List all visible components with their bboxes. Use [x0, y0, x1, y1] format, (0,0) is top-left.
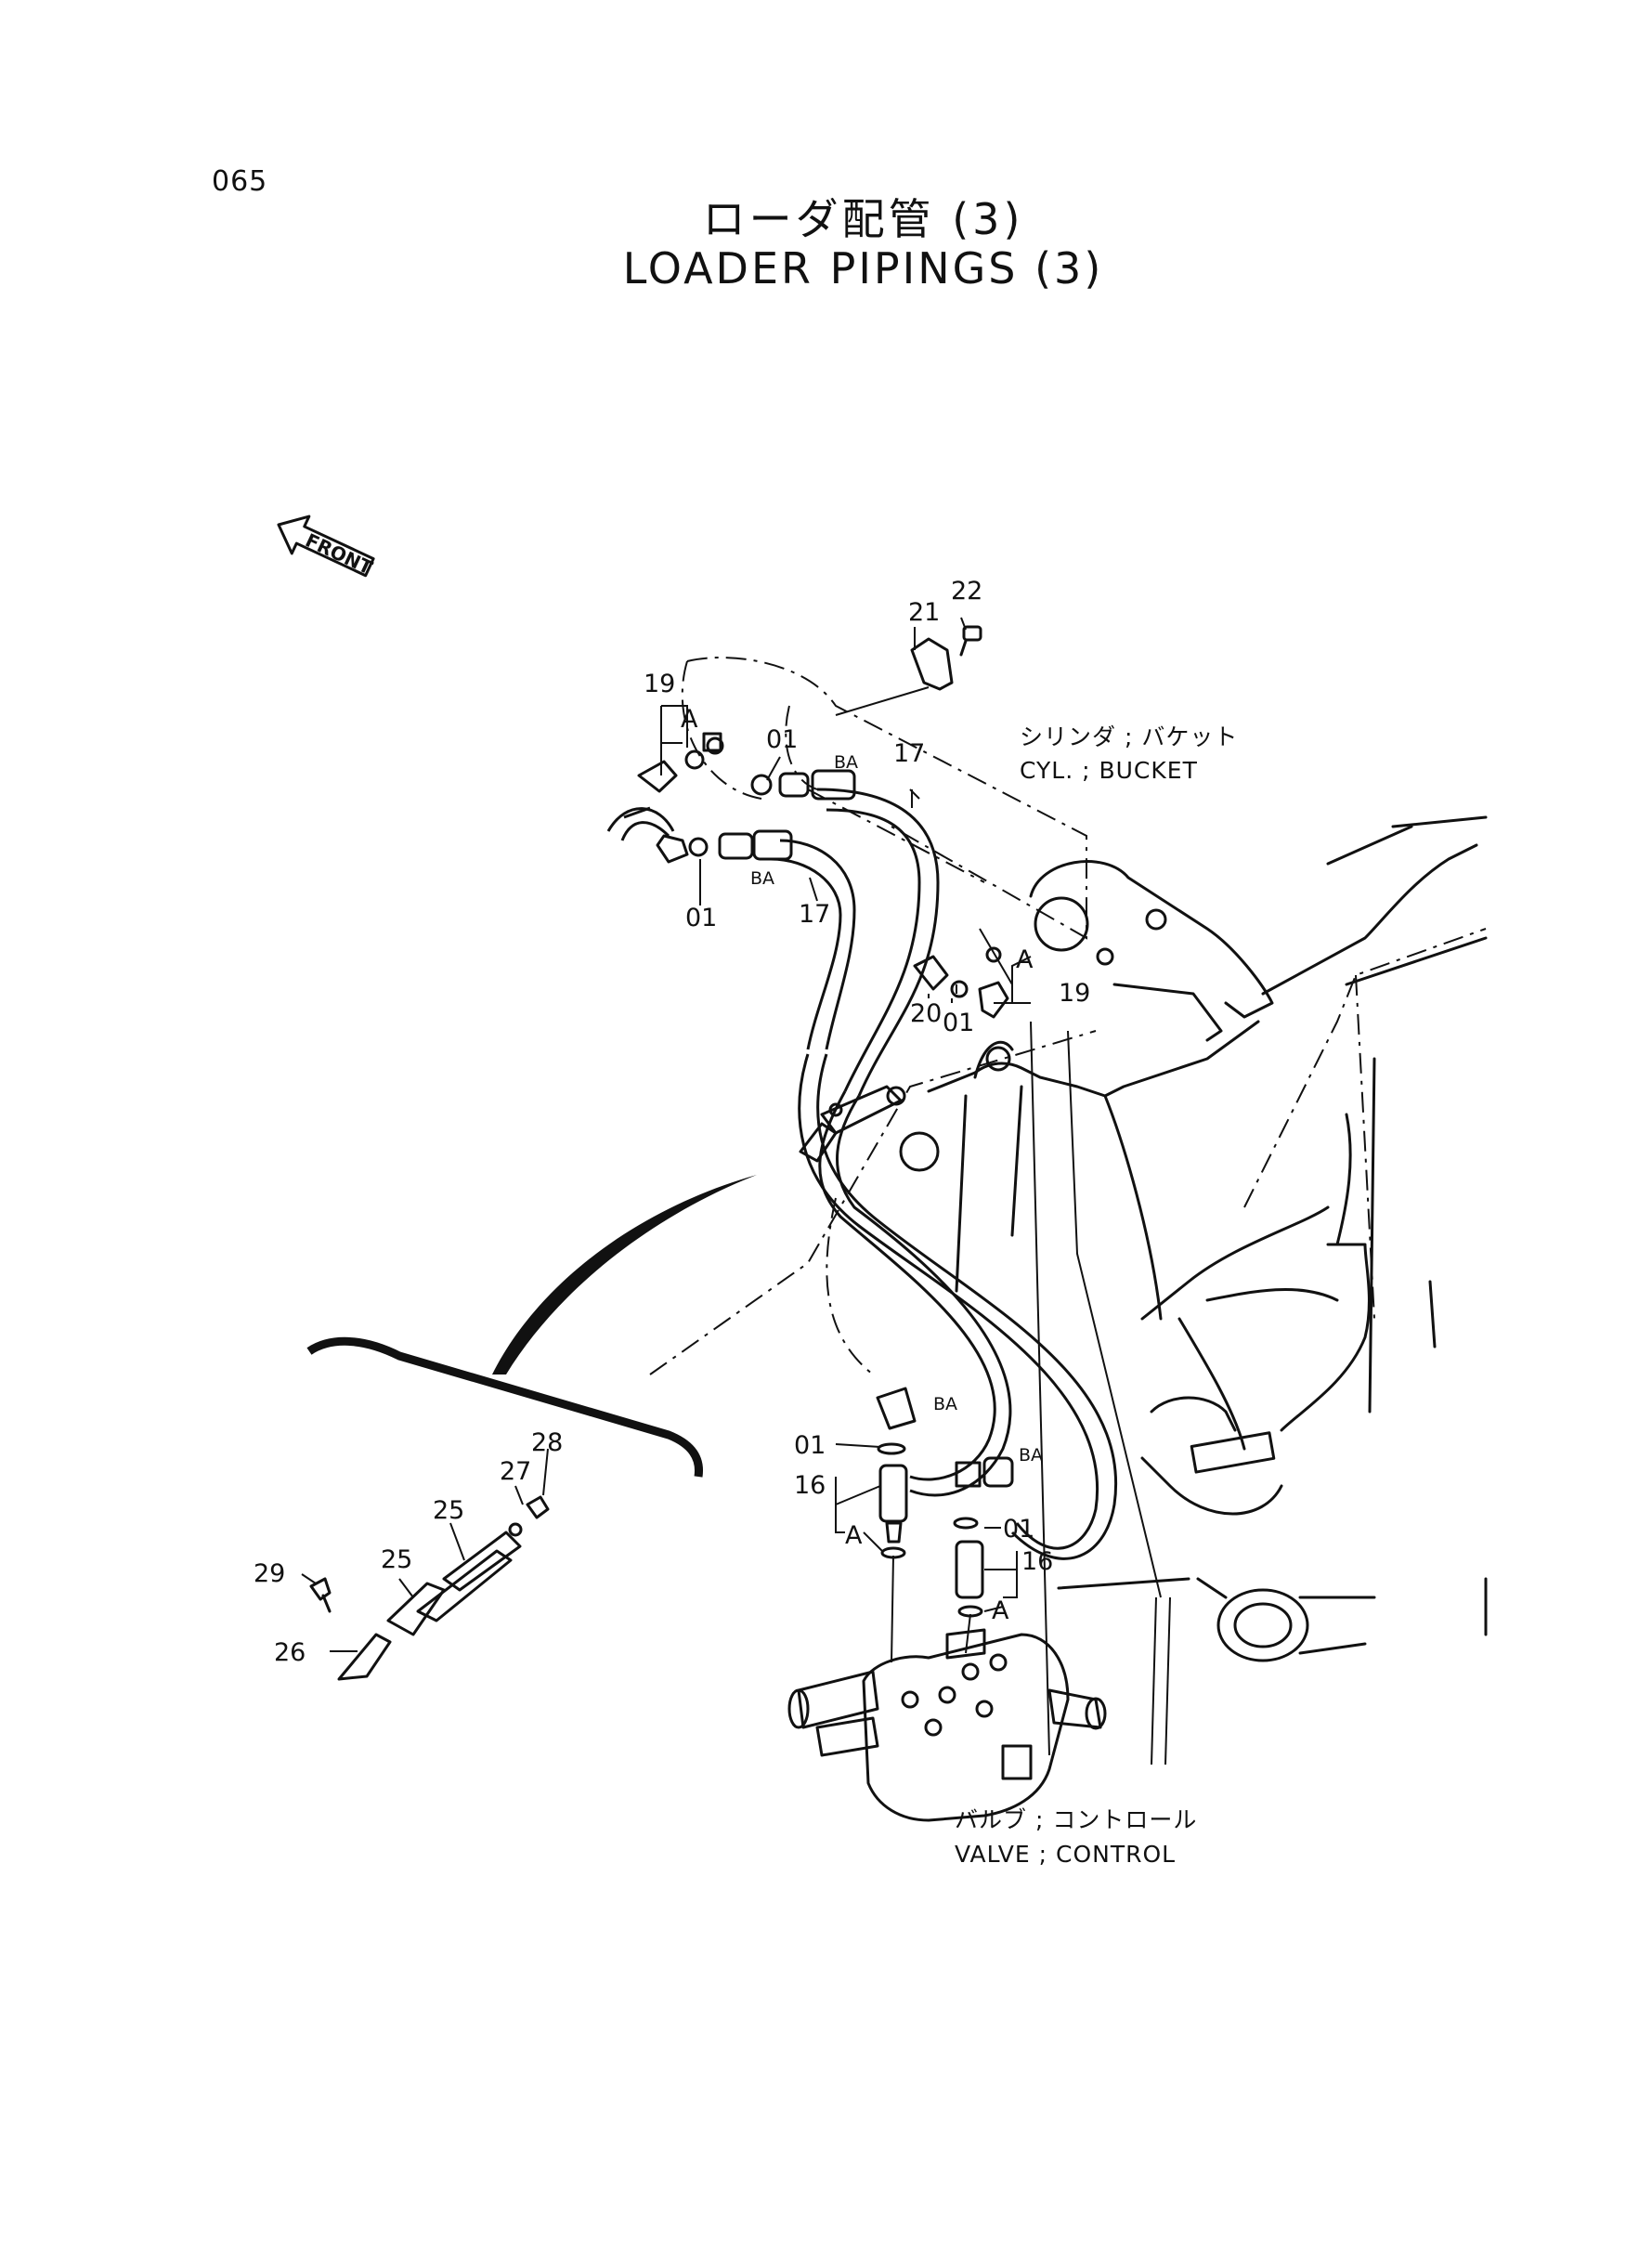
callout-01-valve-left: 01 [794, 1431, 826, 1460]
hose-clamp [799, 1085, 906, 1163]
port-ba-valve-left: BA [933, 1394, 957, 1414]
pin-21 [835, 625, 982, 716]
callout-01-top: 01 [766, 725, 798, 754]
phantom-lines [649, 928, 1487, 1375]
callout-01-mid: 01 [943, 1009, 974, 1037]
callout-16-right: 16 [1021, 1547, 1053, 1576]
callout-17-mid: 17 [799, 900, 830, 929]
callout-19-right: 19 [1059, 979, 1090, 1008]
port-a-top: A [681, 705, 698, 734]
cylinder-caption-en: CYL. ; BUCKET [1020, 757, 1198, 784]
port-a-right: A [1016, 945, 1034, 974]
callouts: 22 21 19 A 01 BA 17 BA 01 17 A 19 20 01 … [254, 577, 1090, 1667]
valve-caption-en: VALVE ; CONTROL [955, 1841, 1176, 1868]
detail-leader [306, 1175, 757, 1478]
callout-27: 27 [500, 1457, 531, 1486]
callout-19-top: 19 [644, 670, 675, 698]
port-ba-top: BA [834, 752, 858, 773]
front-label: FRONT [302, 528, 376, 579]
port-ba-mid: BA [750, 868, 774, 889]
callout-20: 20 [910, 999, 942, 1028]
valve-caption-jp: バルブ ; コントロール [955, 1806, 1197, 1833]
arm-structure [899, 815, 1488, 1765]
component-captions: シリンダ ; バケット CYL. ; BUCKET バルブ ; コントロール V… [955, 723, 1238, 1868]
cylinder-fittings [637, 732, 1009, 1019]
clamp-detail [309, 1495, 550, 1681]
callout-01-valve-right: 01 [1003, 1515, 1034, 1544]
valve-fittings [876, 1387, 1014, 1618]
callout-21: 21 [908, 598, 940, 627]
control-valve [787, 1555, 1107, 1822]
callout-17-top: 17 [893, 739, 925, 768]
callout-28: 28 [531, 1428, 563, 1457]
port-a-valve-right: A [992, 1596, 1009, 1625]
leader-lines [301, 617, 1032, 1652]
callout-16-left: 16 [794, 1471, 826, 1500]
front-arrow-icon: FRONT [277, 515, 376, 580]
bearing [1057, 1577, 1376, 1662]
callout-25-upper: 25 [433, 1496, 464, 1525]
port-ba-valve-right: BA [1019, 1445, 1043, 1466]
callout-25-lower: 25 [381, 1545, 412, 1574]
callout-22: 22 [951, 577, 982, 606]
cylinder-caption-jp: シリンダ ; バケット [1020, 723, 1238, 750]
title-english: LOADER PIPINGS (3) [622, 243, 1104, 293]
callout-29: 29 [254, 1559, 285, 1588]
title-japanese: ローダ配管 (3) [702, 194, 1024, 244]
port-a-valve-left: A [845, 1521, 863, 1550]
page-number: 065 [212, 165, 268, 198]
callout-01-left: 01 [685, 904, 717, 932]
callout-26: 26 [274, 1638, 306, 1667]
